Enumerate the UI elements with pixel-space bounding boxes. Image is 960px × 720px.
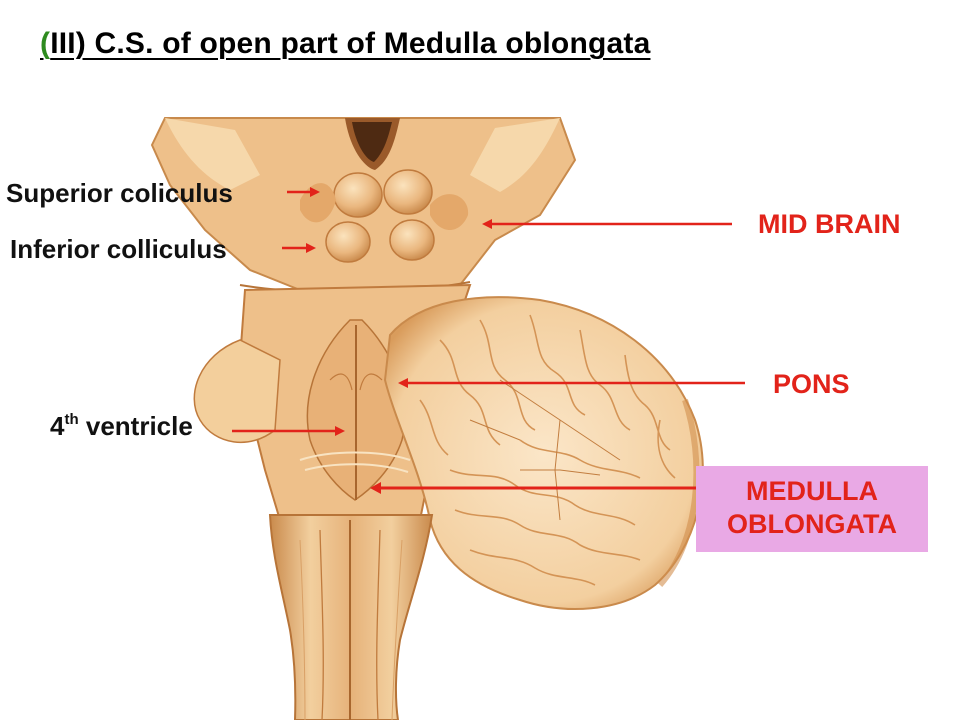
medulla-highlight-box [696,466,928,552]
label-pons: PONS [773,369,850,399]
arrow-mid-brain-head [482,219,492,229]
title-text: III) C.S. of open part of Medulla oblong… [50,27,651,60]
arrow-fourth-ventricle-head [335,426,345,436]
fourth-ventricle-text: ventricle [78,411,193,441]
medulla-label-line1: MEDULLA [746,476,878,506]
arrow-medulla-head [370,482,381,494]
fourth-ventricle-number: 4 [50,411,65,441]
label-superior-colliculus: Superior coliculus [6,178,233,208]
medulla-region [268,514,434,720]
arrow-inferior-colliculus-head [306,243,316,253]
slide-title: (III) C.S. of open part of Medulla oblon… [40,27,650,61]
arrow-pons-head [398,378,408,388]
cerebellum-section [383,296,704,610]
midbrain-region [150,117,577,294]
label-fourth-ventricle: 4th ventricle [50,411,193,441]
fourth-ventricle-superscript: th [64,411,79,428]
label-inferior-colliculus: Inferior colliculus [10,234,227,264]
label-medulla-oblongata: MEDULLA OBLONGATA [696,475,928,541]
medulla-label-line2: OBLONGATA [727,509,897,539]
leader-arrows [232,187,745,494]
title-open-paren: ( [40,27,51,60]
label-mid-brain: MID BRAIN [758,209,901,239]
arrow-superior-colliculus-head [310,187,320,197]
